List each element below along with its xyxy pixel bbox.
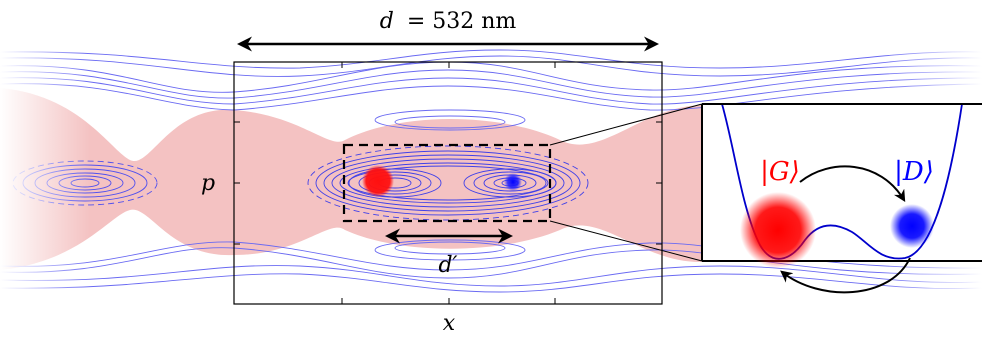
transfer-arrow-back [780, 257, 911, 294]
dark-state-wavepacket [890, 204, 934, 248]
period-label: d = 532 nm [380, 9, 517, 34]
axis-ticks [234, 62, 662, 304]
dark-state-label-text: |D⟩ [894, 157, 934, 187]
transfer-arrow-forward [799, 165, 906, 203]
ground-state-wavepacket [740, 192, 816, 268]
zoom-connector-bottom [549, 220, 703, 262]
upper-island [374, 109, 526, 131]
period-symbol: d [380, 9, 394, 34]
dark-state-label: |D⟩ [894, 157, 934, 187]
x-axis-label: x [443, 311, 456, 336]
y-axis-label: p [201, 171, 215, 196]
dark-state-atom [504, 173, 522, 191]
zoom-connector-top [549, 103, 703, 146]
ground-state-label: |G⟩ [760, 157, 800, 187]
top-orbits [0, 49, 982, 111]
period-value: = 532 nm [407, 9, 517, 34]
inset-panel: |G⟩ |D⟩ [701, 103, 982, 294]
ground-state-atom [362, 165, 394, 197]
ground-state-label-text: |G⟩ [760, 157, 800, 187]
left-fade [0, 40, 90, 330]
separation-label: d′ [438, 253, 457, 278]
zoom-box [342, 143, 552, 223]
